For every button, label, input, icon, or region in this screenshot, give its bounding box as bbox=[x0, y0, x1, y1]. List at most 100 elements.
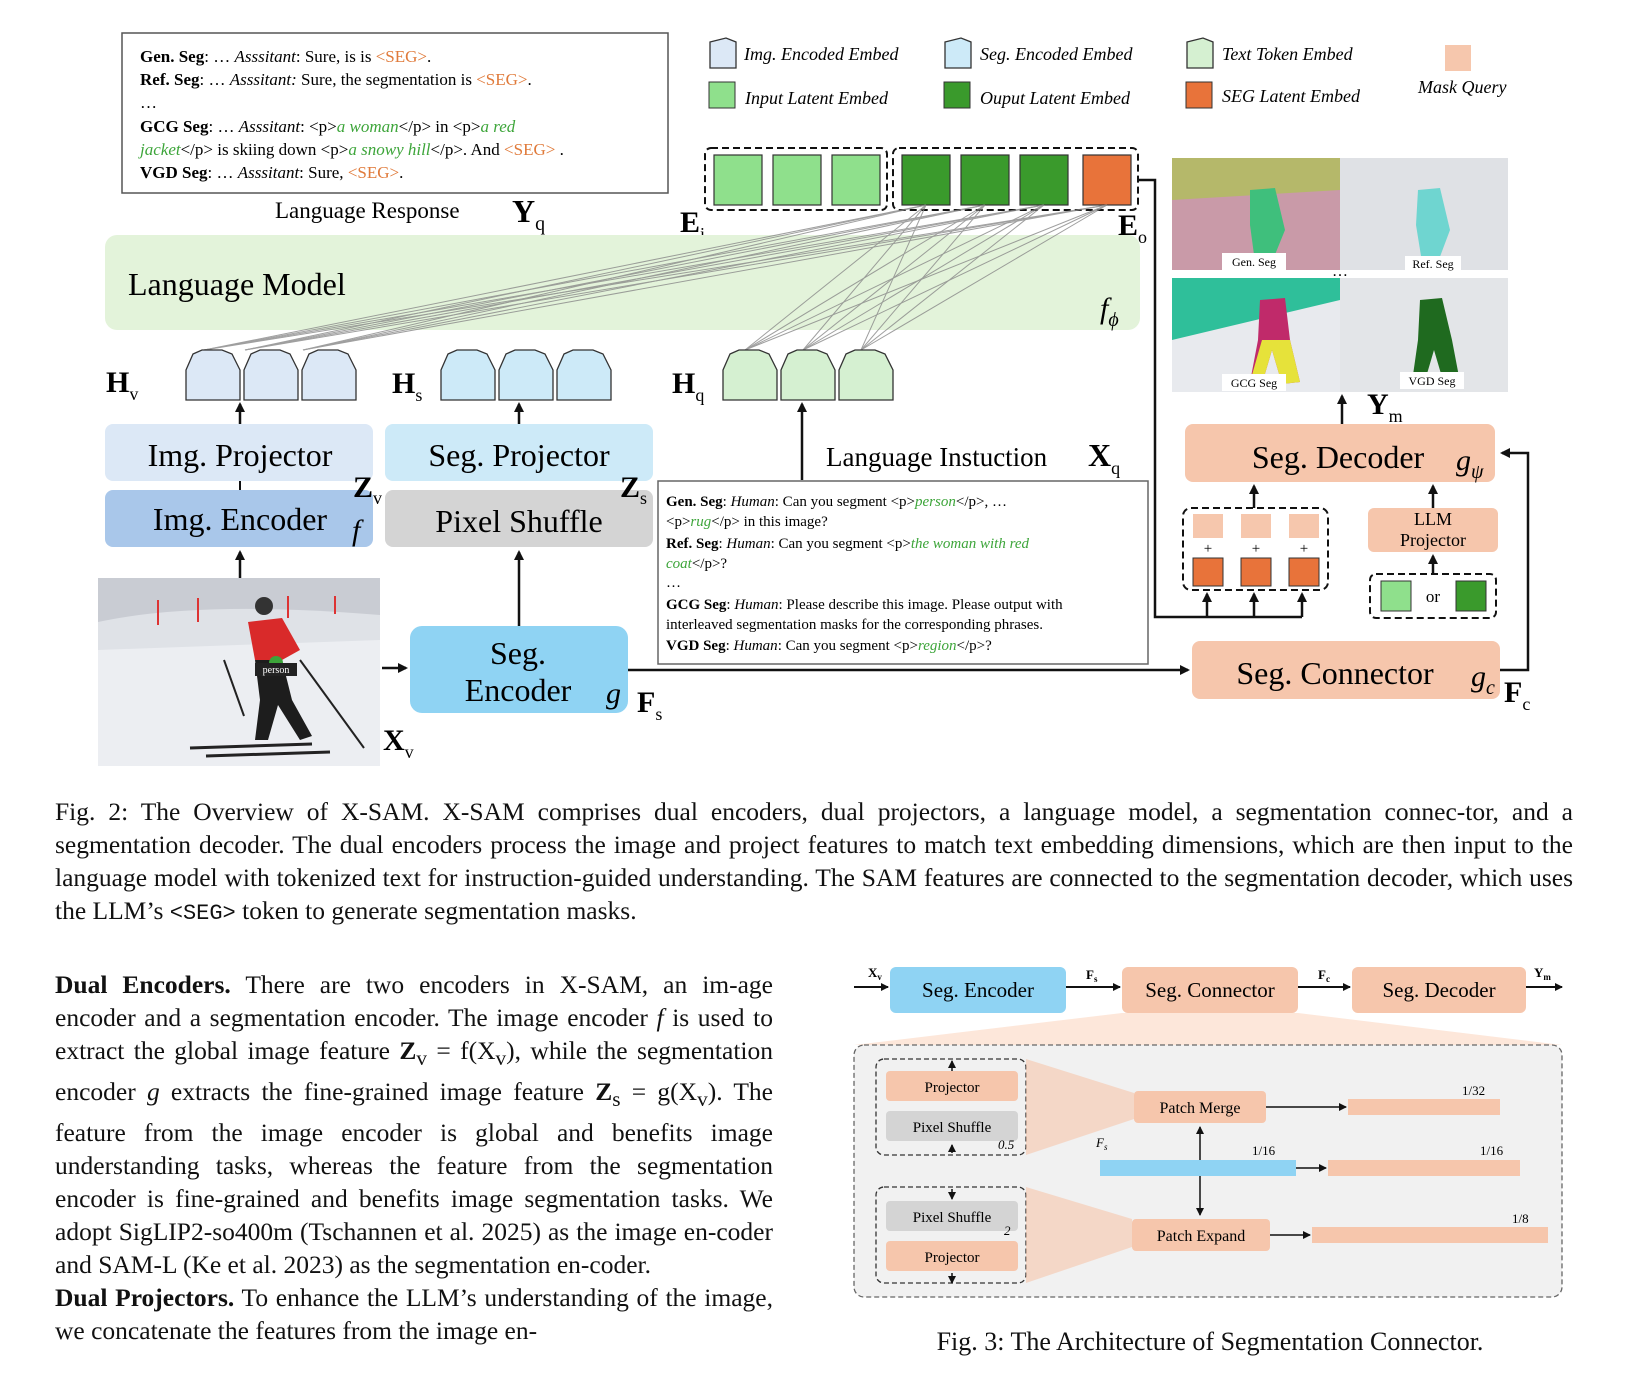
fig3-seg-encoder-label: Seg. Encoder bbox=[922, 978, 1034, 1002]
zs-symbol: Zs bbox=[620, 471, 647, 508]
pixel-shuffle-block bbox=[385, 490, 653, 547]
fig3-pixel-shuffle-bottom-label: Pixel Shuffle bbox=[913, 1210, 992, 1226]
hv-token bbox=[185, 349, 241, 401]
seg-latent-square bbox=[1288, 557, 1320, 587]
attention-line bbox=[302, 204, 927, 351]
legend-seg-latent-icon bbox=[1185, 81, 1213, 109]
img-encoder-block bbox=[105, 490, 373, 547]
hs-token bbox=[556, 349, 612, 401]
attention-line bbox=[302, 204, 1045, 351]
hq-token bbox=[780, 349, 836, 401]
output-bar-1-32 bbox=[1348, 1099, 1500, 1115]
seg-encoder-block bbox=[410, 626, 628, 713]
seg-decoder-block bbox=[1185, 424, 1495, 482]
hs-token bbox=[440, 349, 496, 401]
expand-wedge bbox=[1026, 1187, 1132, 1283]
seg-latent-square bbox=[1192, 557, 1224, 587]
fig3-fc: Fc bbox=[1318, 967, 1330, 984]
language-model-label: Language Model bbox=[128, 266, 346, 302]
instr-ref-line-1: Ref. Seg: Human: Can you segment <p>the … bbox=[666, 536, 1030, 552]
legend-img-encoded-icon bbox=[709, 37, 737, 69]
connector-expansion-wedge bbox=[854, 1013, 1562, 1045]
img-encoder-label: Img. Encoder bbox=[153, 501, 328, 537]
input-latent-square bbox=[831, 154, 881, 206]
hq-token bbox=[838, 349, 894, 401]
legend-text-token-icon bbox=[1186, 37, 1214, 69]
attention-line bbox=[302, 204, 1108, 351]
attention-lines bbox=[203, 204, 1108, 351]
legend-output-latent-icon bbox=[943, 81, 971, 109]
attention-line bbox=[802, 204, 927, 351]
arrow-fc-to-decoder bbox=[1500, 448, 1530, 672]
img-projector-block bbox=[105, 424, 373, 481]
pixel-shuffle-label: Pixel Shuffle bbox=[435, 503, 602, 539]
input-latent-square bbox=[713, 154, 763, 206]
fig3-seg-connector-label: Seg. Connector bbox=[1145, 978, 1274, 1002]
mask-query-square bbox=[1241, 514, 1271, 538]
legend-seg-latent: SEG Latent Embed bbox=[1222, 86, 1361, 106]
legend-seg-encoded-icon bbox=[944, 37, 972, 69]
result-gen-label: Gen. Seg bbox=[1232, 255, 1276, 269]
zv-symbol: Zv bbox=[353, 471, 382, 508]
fs-symbol: Fs bbox=[637, 686, 662, 724]
hq-token bbox=[722, 349, 778, 401]
attention-line bbox=[860, 204, 927, 351]
seg-connector-label: Seg. Connector bbox=[1236, 655, 1434, 691]
legend-input-latent-icon bbox=[708, 81, 736, 109]
response-gcg-line-2: jacket</p> is skiing down <p>a snowy hil… bbox=[138, 140, 564, 159]
figure-3-caption: Fig. 3: The Architecture of Segmentation… bbox=[936, 1327, 1484, 1356]
output-latent-square bbox=[1455, 580, 1487, 612]
attention-line bbox=[203, 204, 927, 351]
fc-symbol: Fc bbox=[1504, 676, 1530, 714]
seg-latent-square bbox=[1240, 557, 1272, 587]
attention-line bbox=[302, 204, 986, 351]
legend-seg-encoded: Seg. Encoded Embed bbox=[980, 44, 1133, 64]
response-vgd-line: VGD Seg: … Asssitant: Sure, <SEG>. bbox=[140, 163, 403, 182]
fig3-projector-top-label: Projector bbox=[925, 1080, 980, 1096]
llm-projector-block bbox=[1368, 508, 1498, 552]
mask-query-square bbox=[1289, 514, 1319, 538]
attention-line bbox=[860, 204, 1045, 351]
response-gen-line: Gen. Seg: … Asssitant: Sure, is is <SEG>… bbox=[140, 47, 431, 66]
person-label: person bbox=[263, 665, 290, 676]
ym-symbol: Ym bbox=[1367, 388, 1403, 426]
result-vgd-label: VGD Seg bbox=[1409, 374, 1456, 388]
instr-ellipsis: … bbox=[666, 575, 681, 591]
fig3-seg-decoder-label: Seg. Decoder bbox=[1382, 978, 1495, 1002]
output-latent-square bbox=[960, 154, 1010, 206]
yq-symbol: Yq bbox=[512, 193, 545, 235]
seg-decoder-label: Seg. Decoder bbox=[1252, 439, 1425, 475]
figure-2-caption: Fig. 2: The Overview of X-SAM. X-SAM com… bbox=[55, 797, 1573, 926]
fig3-projector-bottom-label: Projector bbox=[925, 1250, 980, 1266]
attention-line bbox=[244, 204, 927, 351]
response-ref-line: Ref. Seg: … Asssitant: Sure, the segment… bbox=[140, 70, 532, 89]
response-gcg-line-1: GCG Seg: … Asssitant: <p>a woman</p> in … bbox=[140, 117, 516, 136]
fig3-xv: Xv bbox=[868, 965, 882, 982]
or-label: or bbox=[1426, 587, 1441, 606]
legend-input-latent: Input Latent Embed bbox=[744, 88, 889, 108]
seg-latent-square bbox=[1082, 154, 1132, 206]
fs-feature-bar bbox=[1100, 1160, 1296, 1176]
fig3-ym: Ym bbox=[1534, 965, 1551, 982]
figure-3-connector: Xv Seg. Encoder Fs Seg. Connector Fc Seg… bbox=[853, 965, 1563, 1298]
seg-encoder-label-1: Seg. bbox=[490, 635, 546, 671]
attention-line bbox=[860, 204, 986, 351]
plus-sign: + bbox=[1252, 541, 1260, 557]
heading-dual-encoders: Dual Encoders. bbox=[55, 970, 231, 999]
llm-projector-label-2: Projector bbox=[1400, 530, 1466, 550]
legend-mask-query: Mask Query bbox=[1417, 77, 1506, 97]
ps-factor-two: 2 bbox=[1004, 1223, 1011, 1238]
paragraph-dual-projectors: Dual Projectors. To enhance the LLM’s un… bbox=[55, 1283, 773, 1346]
g-psi-symbol: gψ bbox=[1456, 444, 1484, 483]
xv-symbol: Xv bbox=[383, 724, 414, 762]
legend-mask-query-icon bbox=[1445, 45, 1471, 71]
hs-symbol: Hs bbox=[392, 367, 422, 405]
fig3-seg-decoder bbox=[1352, 967, 1526, 1013]
attention-line bbox=[203, 204, 986, 351]
output-bar-1-8 bbox=[1312, 1227, 1548, 1243]
result-dots: … bbox=[1332, 263, 1348, 280]
input-latent-group bbox=[704, 147, 888, 211]
fig3-pixel-shuffle-top-label: Pixel Shuffle bbox=[913, 1120, 992, 1136]
output-latent-square bbox=[1019, 154, 1069, 206]
patch-expand-block bbox=[1132, 1219, 1270, 1251]
